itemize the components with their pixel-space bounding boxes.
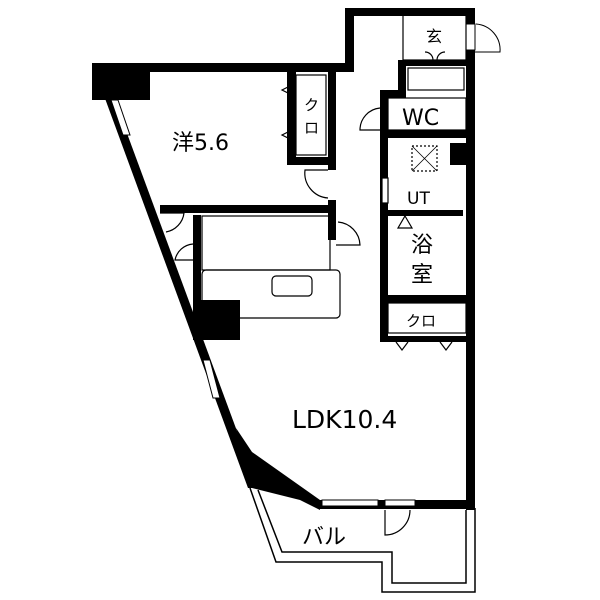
- entrance-door[interactable]: [465, 23, 501, 53]
- room-label-closet-1b: ロ: [304, 119, 319, 137]
- windows: [110, 99, 416, 507]
- room-label-wc: WC: [402, 106, 439, 131]
- fixtures: [160, 14, 467, 536]
- room-label-western: 洋5.6: [172, 131, 229, 156]
- drain: [411, 145, 438, 172]
- room-label-balcony: バル: [302, 525, 346, 550]
- sink: [271, 275, 313, 297]
- room-label-closet-2: クロ: [406, 312, 436, 330]
- room-label-closet-1a: ク: [304, 96, 319, 114]
- room-label-entrance: 玄: [426, 27, 442, 46]
- balcony-railing: [249, 487, 476, 593]
- exterior-walls: [92, 8, 475, 510]
- room-label-ut: UT: [407, 189, 430, 209]
- room-label-bath-2: 室: [411, 263, 433, 288]
- room-label-ldk: LDK10.4: [292, 405, 397, 434]
- interior-walls: [160, 60, 468, 342]
- room-label-bath-1: 浴: [411, 233, 433, 258]
